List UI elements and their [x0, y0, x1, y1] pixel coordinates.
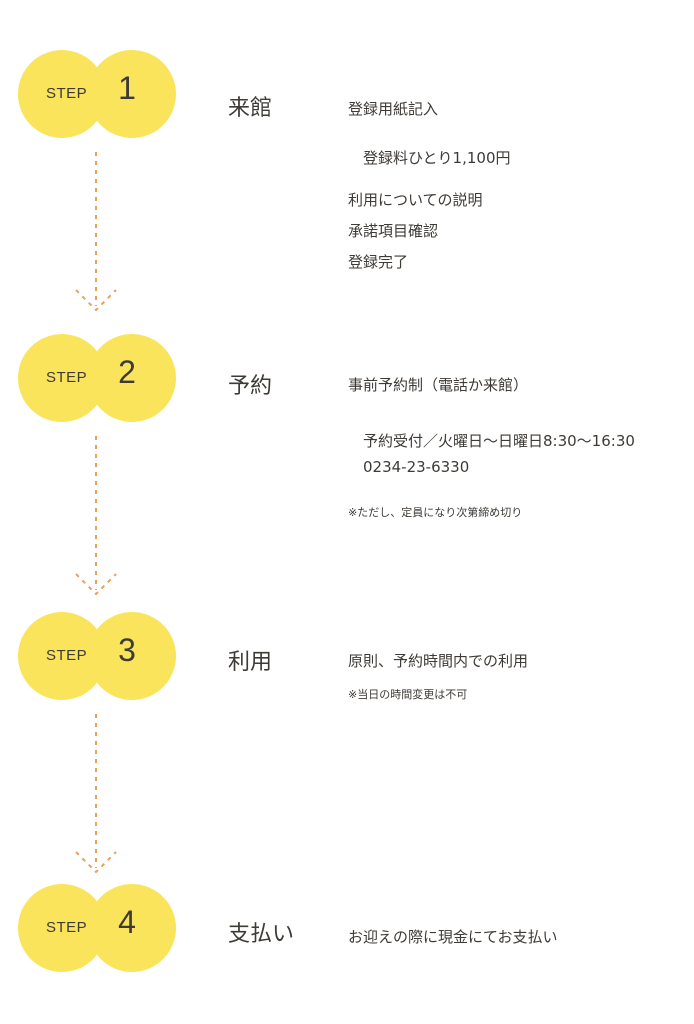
step-4-title: 支払い — [228, 922, 295, 947]
blob-shape — [18, 50, 176, 138]
step-2-line: 予約受付／火曜日～日曜日8:30～16:30 — [363, 432, 635, 450]
step-1-badge: STEP 1 — [18, 48, 178, 140]
step-1-line: 利用についての説明 — [348, 191, 483, 209]
dotted-arrow-connector — [75, 152, 117, 312]
step-1-title: 来館 — [228, 96, 273, 121]
step-number: 4 — [118, 904, 136, 940]
dotted-arrow-connector — [75, 714, 117, 874]
step-2-badge: STEP 2 — [18, 332, 178, 424]
step-2-note: ※ただし、定員になり次第締め切り — [348, 506, 523, 519]
step-number: 2 — [118, 354, 136, 390]
step-3-note: ※当日の時間変更は不可 — [348, 688, 468, 701]
blob-shape — [18, 884, 176, 972]
step-1-line: 承諾項目確認 — [348, 222, 439, 240]
step-number: 1 — [118, 70, 136, 106]
step-1-line: 登録完了 — [348, 253, 409, 271]
dotted-arrow-connector — [75, 436, 117, 596]
step-number: 3 — [118, 632, 136, 668]
step-2-line: 事前予約制（電話か来館） — [348, 376, 529, 394]
step-4-line: お迎えの際に現金にてお支払い — [348, 928, 558, 946]
step-label: STEP — [46, 647, 88, 664]
step-label: STEP — [46, 369, 88, 386]
step-2-title: 予約 — [228, 374, 273, 399]
step-2-line: 0234-23-6330 — [363, 458, 470, 476]
blob-shape — [18, 334, 176, 422]
step-1-line: 登録用紙記入 — [348, 100, 439, 118]
step-label: STEP — [46, 919, 88, 936]
step-1-line: 登録料ひとり1,100円 — [363, 149, 511, 167]
step-label: STEP — [46, 85, 88, 102]
step-3-badge: STEP 3 — [18, 610, 178, 702]
step-4-badge: STEP 4 — [18, 882, 178, 974]
step-3-title: 利用 — [228, 650, 273, 675]
blob-shape — [18, 612, 176, 700]
step-3-line: 原則、予約時間内での利用 — [348, 652, 529, 670]
